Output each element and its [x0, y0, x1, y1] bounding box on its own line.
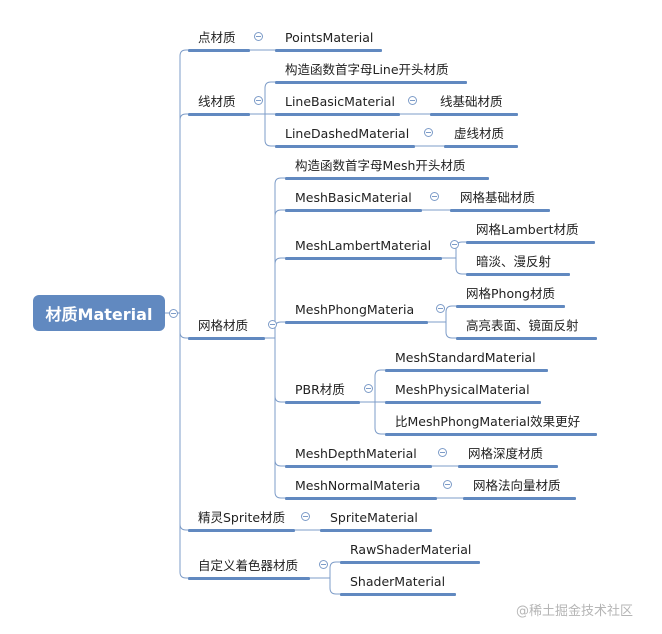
collapse-icon[interactable] [319, 560, 328, 569]
node-label[interactable]: 线基础材质 [440, 94, 503, 109]
connector [265, 209, 285, 339]
node-label[interactable]: 网格Phong材质 [466, 286, 555, 301]
node-underline [285, 257, 442, 260]
node-underline [320, 529, 432, 532]
connector [428, 321, 456, 339]
node-label[interactable]: 网格深度材质 [468, 446, 544, 461]
node-underline [466, 241, 595, 244]
node-underline [444, 145, 518, 148]
node-label[interactable]: MeshLambertMaterial [295, 238, 432, 253]
root-node[interactable]: 材质Material [33, 295, 165, 331]
connector [428, 305, 456, 323]
node-underline [285, 497, 437, 500]
node-label[interactable]: LineDashedMaterial [285, 126, 410, 141]
node-label[interactable]: 高亮表面、镜面反射 [466, 318, 579, 333]
node-underline [285, 401, 360, 404]
connector [442, 257, 466, 275]
node-label[interactable]: 网格材质 [198, 318, 249, 333]
collapse-icon[interactable] [254, 96, 263, 105]
node-underline [188, 577, 310, 580]
node-underline [458, 465, 558, 468]
collapse-icon[interactable] [436, 304, 445, 313]
node-underline [275, 113, 400, 116]
connector [165, 312, 188, 531]
node-underline [340, 593, 456, 596]
node-label[interactable]: PBR材质 [295, 382, 345, 397]
connector [310, 561, 340, 579]
node-label[interactable]: 网格法向量材质 [473, 478, 561, 493]
node-underline [463, 497, 576, 500]
node-underline [188, 529, 295, 532]
collapse-icon[interactable] [430, 192, 439, 201]
connector [310, 577, 340, 595]
connector [360, 401, 385, 435]
node-label[interactable]: MeshPhongMateria [295, 302, 415, 317]
node-label[interactable]: MeshPhysicalMaterial [395, 382, 530, 397]
node-underline [456, 337, 597, 340]
node-label[interactable]: SpriteMaterial [330, 510, 418, 525]
node-underline [385, 433, 597, 436]
node-label[interactable]: 精灵Sprite材质 [198, 510, 286, 525]
node-label[interactable]: 构造函数首字母Mesh开头材质 [295, 158, 466, 173]
node-label[interactable]: 构造函数首字母Line开头材质 [285, 62, 449, 77]
node-label[interactable]: MeshStandardMaterial [395, 350, 536, 365]
collapse-icon[interactable] [438, 448, 447, 457]
node-underline [385, 401, 541, 404]
connector [250, 113, 275, 147]
node-label[interactable]: MeshBasicMaterial [295, 190, 412, 205]
connector [265, 177, 285, 339]
collapse-icon[interactable] [268, 320, 277, 329]
node-label[interactable]: LineBasicMaterial [285, 94, 395, 109]
connector [360, 369, 385, 403]
node-underline [188, 113, 250, 116]
node-underline [285, 465, 432, 468]
collapse-icon[interactable] [364, 384, 373, 393]
node-underline [285, 177, 489, 180]
node-underline [466, 273, 570, 276]
collapse-icon[interactable] [424, 128, 433, 137]
connector [165, 312, 188, 579]
connector [165, 113, 188, 314]
node-label[interactable]: MeshNormalMateria [295, 478, 421, 493]
collapse-icon[interactable] [254, 32, 263, 41]
node-underline [188, 337, 265, 340]
collapse-icon[interactable] [301, 512, 310, 521]
collapse-icon[interactable] [169, 309, 178, 318]
node-underline [275, 145, 415, 148]
node-underline [385, 369, 548, 372]
connector [265, 257, 285, 339]
node-underline [450, 209, 550, 212]
collapse-icon[interactable] [408, 96, 417, 105]
node-underline [285, 321, 428, 324]
node-label[interactable]: 比MeshPhongMaterial效果更好 [395, 414, 581, 429]
node-label[interactable]: 线材质 [198, 94, 236, 109]
node-underline [275, 49, 382, 52]
node-label[interactable]: RawShaderMaterial [350, 542, 472, 557]
node-label[interactable]: PointsMaterial [285, 30, 374, 45]
node-underline [430, 113, 518, 116]
node-label[interactable]: 自定义着色器材质 [198, 558, 299, 573]
node-label[interactable]: MeshDepthMaterial [295, 446, 417, 461]
node-underline [285, 209, 422, 212]
connector [165, 49, 188, 314]
node-underline [188, 49, 250, 52]
node-underline [340, 561, 480, 564]
node-label[interactable]: 点材质 [198, 30, 236, 45]
watermark: @稀土掘金技术社区 [516, 604, 634, 619]
node-label[interactable]: 网格Lambert材质 [476, 222, 579, 237]
collapse-icon[interactable] [443, 480, 452, 489]
node-label[interactable]: 网格基础材质 [460, 190, 536, 205]
node-label[interactable]: 虚线材质 [454, 126, 505, 141]
node-underline [456, 305, 565, 308]
collapse-icon[interactable] [450, 240, 459, 249]
node-label[interactable]: ShaderMaterial [350, 574, 446, 589]
node-label[interactable]: 暗淡、漫反射 [476, 254, 552, 269]
node-underline [275, 81, 467, 84]
connector [250, 81, 275, 115]
connector [265, 337, 285, 499]
